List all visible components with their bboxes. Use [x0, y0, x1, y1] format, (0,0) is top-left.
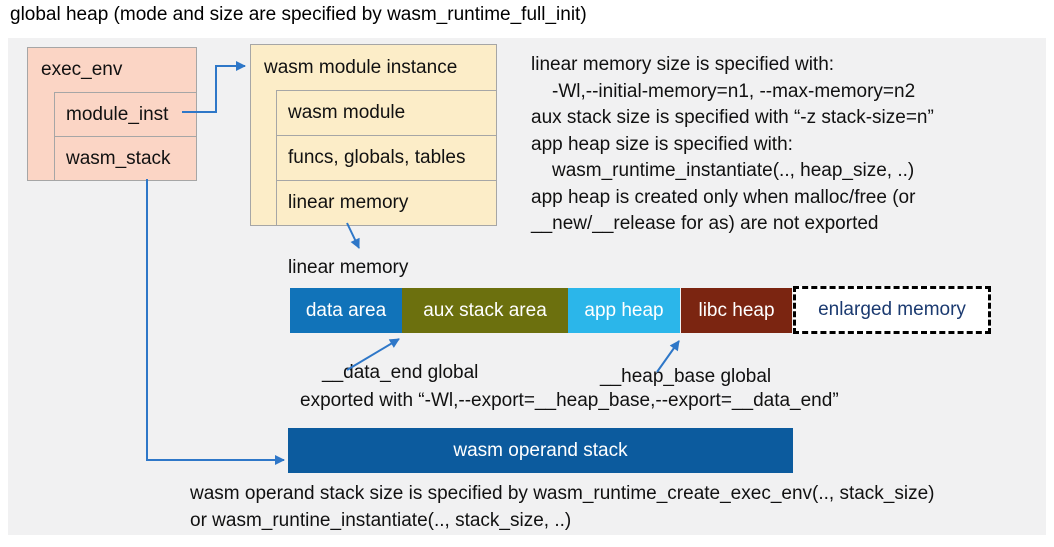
note-line: app heap size is specified with:: [531, 133, 793, 155]
segment-app-heap: app heap: [568, 288, 680, 333]
exec-env-header: exec_env: [41, 59, 123, 80]
note-line: __new/__release for as) are not exported: [531, 213, 879, 234]
segment-enlarged-memory: enlarged memory: [793, 286, 991, 334]
segment-aux-stack-area: aux stack area: [402, 288, 568, 333]
exec-env-box: exec_env module_inst wasm_stack: [27, 47, 197, 181]
wasm-operand-stack-box: wasm operand stack: [288, 428, 793, 473]
segment-data-area: data area: [290, 288, 402, 333]
note-line: app heap is created only when malloc/fre…: [531, 186, 916, 208]
operand-stack-note: wasm operand stack size is specified by …: [190, 481, 935, 534]
operand-stack-note-line2: or wasm_runtine_instantiate(.., stack_si…: [190, 509, 572, 531]
size-notes-block: linear memory size is specified with: -W…: [531, 52, 1031, 238]
exec-env-row-module-inst: module_inst: [54, 92, 196, 136]
export-note: exported with “-Wl,--export=__heap_base,…: [300, 390, 839, 411]
module-instance-box: wasm module instance wasm module funcs, …: [250, 44, 497, 226]
operand-stack-note-line1: wasm operand stack size is specified by …: [190, 483, 935, 504]
module-instance-header: wasm module instance: [264, 56, 458, 78]
module-instance-row-funcs-globals-tables: funcs, globals, tables: [276, 135, 496, 180]
segment-libc-heap: libc heap: [681, 288, 792, 333]
note-line: aux stack size is specified with “-z sta…: [531, 107, 934, 128]
diagram-title: global heap (mode and size are specified…: [10, 4, 587, 25]
module-instance-row-linear-memory: linear memory: [276, 180, 496, 225]
note-line: wasm_runtime_instantiate(.., heap_size, …: [552, 160, 915, 181]
heap-base-global-label: __heap_base global: [600, 366, 772, 387]
note-line: linear memory size is specified with:: [531, 54, 835, 75]
linear-memory-label: linear memory: [288, 257, 409, 278]
note-line: -Wl,--initial-memory=n1, --max-memory=n2: [552, 80, 916, 102]
module-instance-row-wasm-module: wasm module: [276, 90, 496, 135]
data-end-global-label: __data_end global: [322, 362, 479, 383]
exec-env-row-wasm-stack: wasm_stack: [54, 136, 196, 180]
